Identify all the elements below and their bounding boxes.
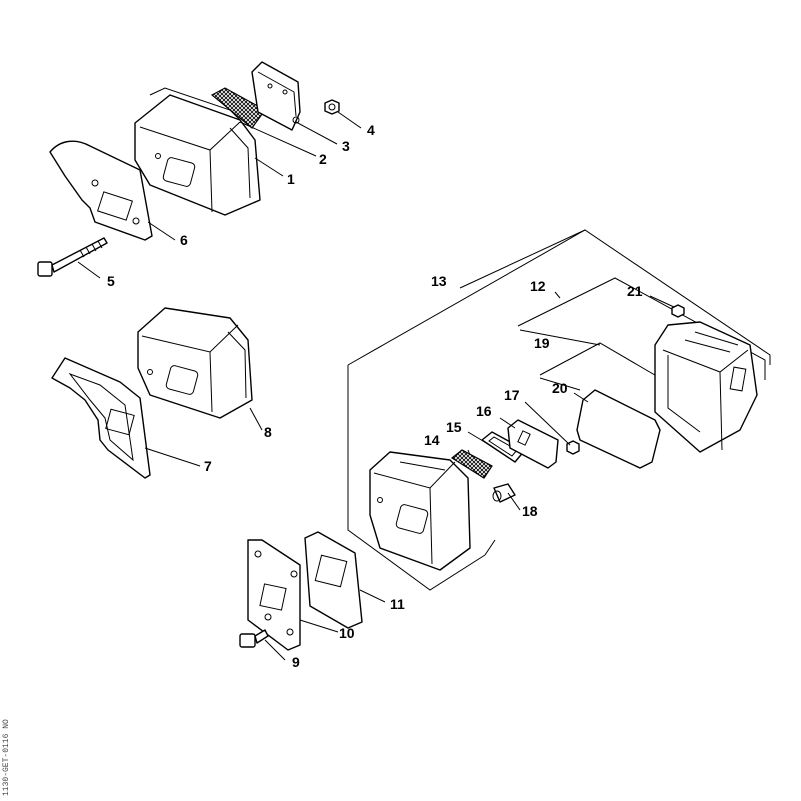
mounting-plate-part-10 [247, 539, 301, 651]
pad-part-20 [576, 389, 661, 469]
label-7: 7 [204, 458, 212, 474]
label-12: 12 [530, 278, 546, 294]
muffler-part-8 [137, 307, 253, 419]
document-tag: NO [2, 719, 11, 729]
label-21: 21 [627, 283, 643, 299]
label-18: 18 [522, 503, 538, 519]
document-id-text: 1130-GET-0116 [2, 733, 11, 796]
label-1: 1 [287, 171, 295, 187]
bushing-part-18 [492, 483, 516, 503]
spark-screen-part-14 [450, 449, 493, 479]
bolt-part-5 [37, 237, 108, 277]
screw-part-21 [671, 304, 685, 318]
part-labels: 1 2 3 4 5 6 7 8 9 10 11 12 13 14 15 16 1… [107, 122, 643, 670]
heat-shield-part-6 [49, 140, 153, 241]
cover-plate-part-3 [251, 61, 301, 131]
leader-lines [77, 111, 675, 661]
screw-part-17 [566, 440, 580, 455]
nut-part-4 [324, 99, 340, 115]
label-15: 15 [446, 419, 462, 435]
label-4: 4 [367, 122, 375, 138]
label-2: 2 [319, 151, 327, 167]
heat-shield-part-7 [51, 357, 151, 479]
muffler-part-1 [134, 87, 261, 216]
label-3: 3 [342, 138, 350, 154]
housing-part-12 [654, 321, 758, 453]
gasket-part-11 [304, 531, 363, 629]
cover-part-16 [507, 419, 559, 469]
label-10: 10 [339, 625, 355, 641]
label-5: 5 [107, 273, 115, 289]
label-6: 6 [180, 232, 188, 248]
label-13: 13 [431, 273, 447, 289]
label-16: 16 [476, 403, 492, 419]
muffler-part-13 [369, 451, 471, 571]
label-20: 20 [552, 380, 568, 396]
label-9: 9 [292, 654, 300, 670]
label-17: 17 [504, 387, 520, 403]
label-8: 8 [264, 424, 272, 440]
label-19: 19 [534, 335, 550, 351]
document-id: 1130-GET-0116 NO [2, 719, 14, 796]
label-14: 14 [424, 432, 440, 448]
screw-part-9 [239, 629, 269, 648]
label-11: 11 [390, 596, 405, 612]
